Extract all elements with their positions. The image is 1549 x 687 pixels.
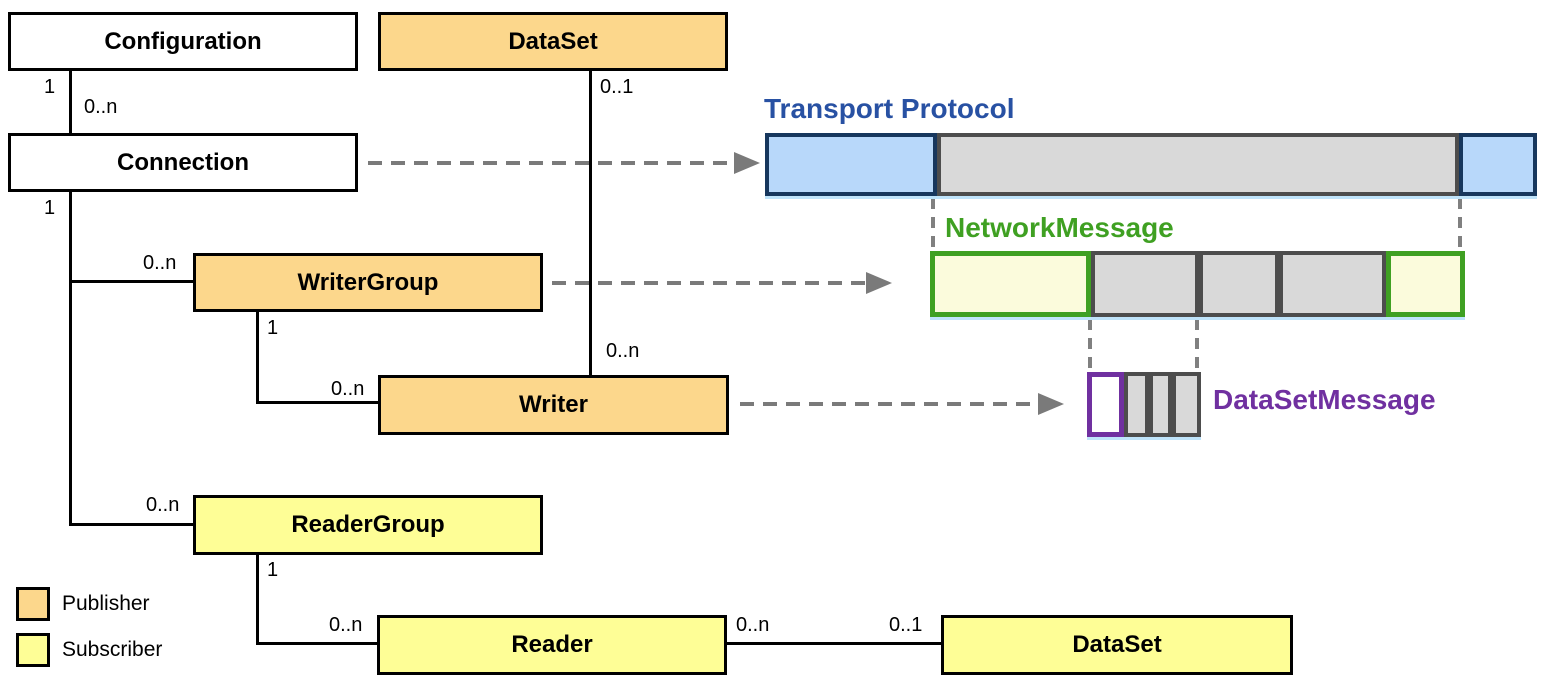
entity-readergroup: ReaderGroup (193, 495, 543, 555)
entity-dataset-subscriber: DataSet (941, 615, 1293, 675)
datasetmessage-field-segment-1 (1124, 372, 1149, 437)
multiplicity-dataset-01: 0..1 (600, 76, 634, 98)
connector-dataset-writer (589, 69, 592, 377)
dashed-guide-network-dataset-right (1195, 319, 1199, 371)
entity-writergroup: WriterGroup (193, 253, 543, 312)
entity-dataset-publisher: DataSet (378, 12, 728, 71)
entity-writergroup-label: WriterGroup (297, 268, 439, 296)
entity-reader: Reader (377, 615, 727, 675)
network-payload-segment-1 (1091, 251, 1199, 317)
entity-dataset-subscriber-label: DataSet (1072, 631, 1162, 658)
connector-readergroup-reader (256, 642, 379, 645)
network-payload-segment-3 (1279, 251, 1386, 317)
connector-readergroup-stem (256, 553, 259, 645)
legend-subscriber-swatch (16, 633, 50, 667)
multiplicity-writergroup-1: 1 (267, 317, 279, 339)
multiplicity-reader-dataset-0n: 0..n (736, 614, 770, 636)
dashed-arrow-writer-datasetmessage (740, 402, 1042, 406)
entity-configuration-label: Configuration (104, 27, 262, 55)
dashed-guide-transport-network-right (1458, 198, 1462, 250)
network-payload-segment-2 (1199, 251, 1279, 317)
multiplicity-writer-0n: 0..n (331, 378, 365, 400)
datasetmessage-field-segment-2 (1149, 372, 1172, 437)
connector-writergroup-writer (256, 401, 380, 404)
entity-writer-label: Writer (519, 391, 588, 418)
arrowhead-writergroup-networkmessage-icon (866, 272, 892, 294)
transport-protocol-title: Transport Protocol (764, 93, 1015, 124)
dataset-message-title: DataSetMessage (1213, 384, 1436, 415)
multiplicity-reader-0n: 0..n (329, 614, 363, 636)
multiplicity-reader-dataset-01: 0..1 (889, 614, 923, 636)
entity-readergroup-label: ReaderGroup (291, 511, 445, 538)
connector-connection-readergroup (70, 523, 196, 526)
datasetmessage-field-segment-3 (1172, 372, 1201, 437)
network-header-segment (930, 251, 1091, 317)
multiplicity-connection-1: 1 (44, 197, 56, 219)
legend-publisher-label: Publisher (62, 592, 150, 615)
connector-reader-dataset (726, 642, 943, 645)
dashed-arrow-writergroup-networkmessage (552, 281, 870, 285)
network-bar-underline (930, 317, 1465, 320)
arrowhead-writer-datasetmessage-icon (1038, 393, 1064, 415)
multiplicity-connection-0n: 0..n (84, 96, 118, 118)
multiplicity-dataset-writer-0n: 0..n (606, 340, 640, 362)
connector-connection-writergroup (70, 280, 194, 283)
entity-configuration: Configuration (8, 12, 358, 71)
entity-reader-label: Reader (511, 631, 593, 658)
multiplicity-readergroup-0n: 0..n (146, 494, 180, 516)
legend-publisher-swatch (16, 587, 50, 621)
dashed-arrow-connection-transport (368, 161, 738, 165)
entity-dataset-publisher-label: DataSet (508, 27, 598, 55)
multiplicity-configuration-1: 1 (44, 76, 56, 98)
entity-writer: Writer (378, 375, 729, 435)
multiplicity-readergroup-1: 1 (267, 559, 279, 581)
arrowhead-connection-transport-icon (734, 152, 760, 174)
transport-header-segment (765, 133, 937, 196)
entity-connection: Connection (8, 133, 358, 192)
datasetmessage-header-segment (1087, 372, 1124, 437)
multiplicity-writergroup-0n: 0..n (143, 252, 177, 274)
entity-connection-label: Connection (117, 148, 249, 176)
network-footer-segment (1386, 251, 1465, 317)
transport-bar-underline (765, 196, 1537, 199)
transport-payload-segment (937, 133, 1459, 196)
connector-writergroup-stem (256, 310, 259, 404)
network-message-title: NetworkMessage (945, 212, 1174, 243)
connector-configuration-connection (69, 69, 72, 135)
dashed-guide-transport-network-left (931, 198, 935, 250)
datasetmessage-bar-underline (1087, 437, 1201, 440)
transport-footer-segment (1459, 133, 1537, 196)
legend-subscriber-label: Subscriber (62, 638, 163, 661)
connector-connection-trunk (69, 190, 72, 526)
dashed-guide-network-dataset-left (1088, 319, 1092, 371)
